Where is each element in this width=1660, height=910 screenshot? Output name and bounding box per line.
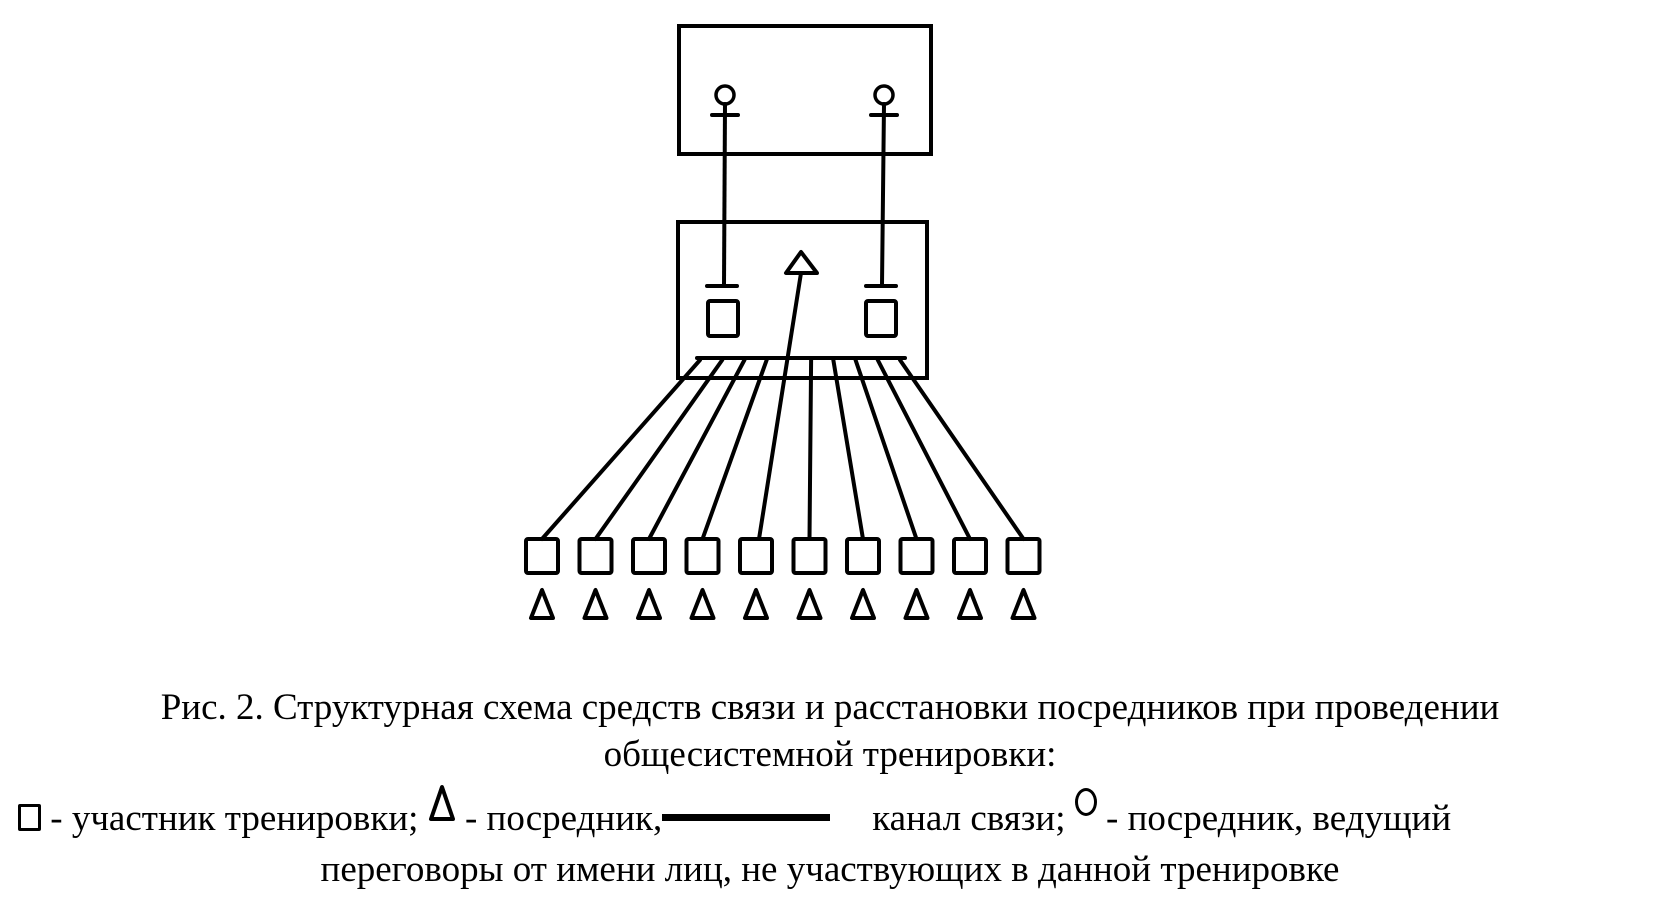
participant-square [791, 537, 828, 575]
participant-square [577, 537, 614, 575]
participant-square [845, 537, 881, 575]
mediator-triangle [636, 588, 662, 620]
legend-proxy-mediator-label: - посредник, ведущий [1096, 798, 1452, 839]
channel-line [880, 102, 886, 287]
legend-channel-label: канал связи; [872, 798, 1075, 839]
channel-line [853, 358, 919, 541]
mediator-triangle [957, 588, 983, 620]
legend-participant-label: - участник тренировки; [41, 798, 428, 839]
mediator-triangle [689, 588, 716, 620]
middle-block [676, 220, 929, 380]
participant-square [952, 537, 988, 575]
figure-caption-line2: общесистемной тренировки: [603, 734, 1057, 775]
channel-line [722, 102, 727, 287]
circle-icon [1074, 788, 1097, 816]
channel-line [757, 271, 803, 541]
mediator-triangle [743, 588, 769, 620]
channel-line [875, 358, 972, 541]
channel-line [898, 358, 1026, 541]
channel-line [593, 358, 725, 541]
mediator-triangle [582, 588, 609, 620]
proxy-mediator-left [705, 84, 740, 288]
figure-caption-line1: Рис. 2. Структурная схема средств связи … [160, 687, 1500, 728]
participant-square-mid-left [706, 299, 740, 338]
legend-line: - участник тренировки; - посредник, канал… [18, 785, 1648, 841]
participant-square-mid-right [864, 299, 898, 338]
channel-line [700, 358, 769, 541]
participant-square [1005, 537, 1042, 575]
participant-square [738, 537, 774, 575]
circle-icon [714, 84, 736, 106]
mediator-triangle [903, 588, 930, 620]
mediator-triangle [850, 588, 876, 620]
channel-line [807, 358, 814, 541]
proxy-mediator-right [864, 84, 899, 288]
legend-line2: переговоры от имени лиц, не участвующих … [320, 849, 1340, 890]
circle-icon [873, 84, 895, 106]
top-block [677, 24, 933, 156]
participant-square [524, 537, 560, 575]
square-icon [18, 804, 41, 831]
mediator-triangle [1010, 588, 1037, 620]
channel-line [831, 358, 865, 541]
legend-mediator-label: - посредник, [455, 798, 663, 839]
mediator-triangle [529, 588, 555, 620]
channel-line-icon [662, 814, 831, 822]
participant-square [898, 537, 935, 575]
channel-line [540, 358, 702, 541]
structural-diagram [524, 24, 1042, 620]
mediator-triangle [796, 588, 823, 620]
participant-square [684, 537, 721, 575]
mediator-triangle-mid [784, 250, 819, 275]
triangle-icon [428, 785, 455, 821]
participant-square [631, 537, 667, 575]
channel-line [647, 358, 747, 541]
